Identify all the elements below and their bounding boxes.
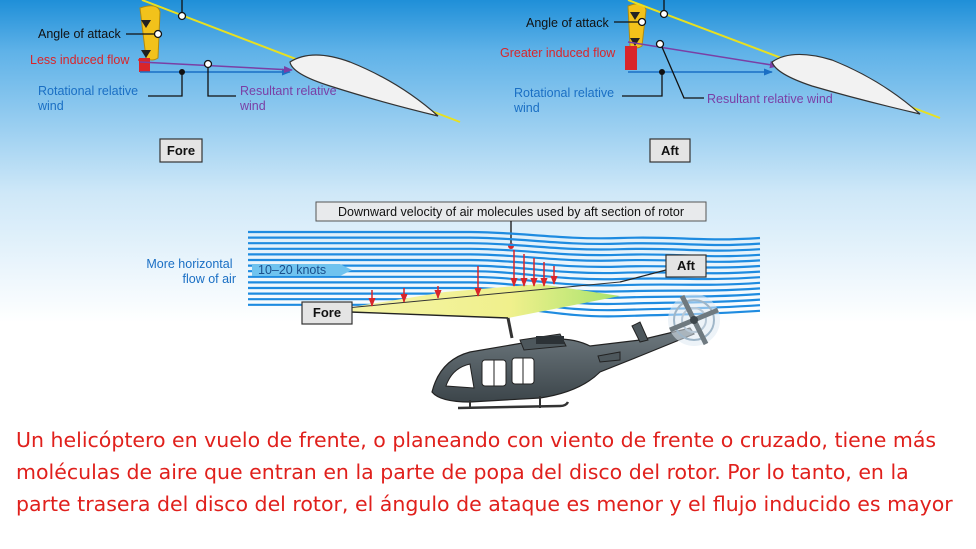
aft-angle-of-attack-label: Angle of attack [526, 16, 609, 30]
downward-velocity-label: Downward velocity of air molecules used … [338, 205, 684, 219]
rotor-fore-box [301, 301, 353, 325]
airflow-line [248, 236, 761, 247]
speed-label: 10–20 knots [258, 263, 326, 277]
airflow-line [248, 258, 761, 269]
arc-arrow-up-icon [141, 20, 151, 28]
fore-airfoil [289, 54, 439, 117]
airflow-line [248, 270, 761, 281]
caption-text: Un helicóptero en vuelo de frente, o pla… [16, 428, 953, 516]
airflow-line [248, 247, 761, 258]
aft-airfoil-panel: Angle of attack Greater induced flow Rot… [500, 0, 941, 163]
downwash-arrows [368, 250, 558, 307]
landing-skid [457, 401, 570, 410]
arc-arrow-down-icon [630, 38, 640, 46]
fore-box-label: Fore [167, 143, 195, 158]
rotor-aft-box [665, 254, 707, 278]
aft-resultant-wind-label: Resultant relative wind [707, 92, 833, 106]
airflow-line [248, 264, 761, 275]
rotor-disc [346, 284, 620, 318]
fore-rotational-wind-line1: Rotational relative [38, 84, 138, 98]
fore-induced-flow-label: Less induced flow [30, 53, 130, 67]
aft-label-box [649, 138, 691, 163]
aft-rotational-wind-label: Rotational relative wind [513, 86, 618, 115]
fore-label-box [159, 138, 203, 163]
rotor-fore-label: Fore [313, 305, 341, 320]
aft-airfoil [771, 53, 921, 115]
helicopter-illustration [431, 294, 720, 410]
induced-flow-bar [139, 58, 150, 72]
arc-arrow-down-icon [141, 50, 151, 58]
airflow-line [248, 253, 761, 263]
fore-resultant-wind-label: Resultant relative wind [239, 84, 340, 113]
airflow-line [248, 242, 761, 252]
fore-angle-of-attack-label: Angle of attack [38, 27, 121, 41]
resultant-wind-arrow [139, 61, 293, 74]
fore-airfoil-panel: Angle of attack Less induced flow Rotati… [30, 0, 461, 163]
resultant-wind-arrow [627, 41, 779, 69]
induced-flow-bar [625, 46, 637, 70]
rotor-airflow-diagram: Downward velocity of air molecules used … [146, 201, 761, 325]
windshield [445, 363, 475, 389]
speed-arrow [252, 264, 352, 276]
tail-rotor [668, 294, 720, 346]
aft-box-label: Aft [661, 143, 680, 158]
horizontal-flow-label: More horizontal flow of air [146, 257, 236, 286]
rotor-aft-label: Aft [677, 258, 696, 273]
airflow-line [248, 230, 761, 241]
fore-rotational-wind-label: Rotational relative wind [37, 84, 142, 113]
airflow-line [248, 275, 761, 287]
aft-induced-flow-label: Greater induced flow [500, 46, 616, 60]
arc-arrow-up-icon [630, 12, 640, 20]
helicopter-translating-tendency-diagram: Angle of attack Less induced flow Rotati… [0, 0, 976, 430]
fore-rotational-wind-line2: wind [37, 99, 64, 113]
airflow-line [248, 281, 761, 293]
